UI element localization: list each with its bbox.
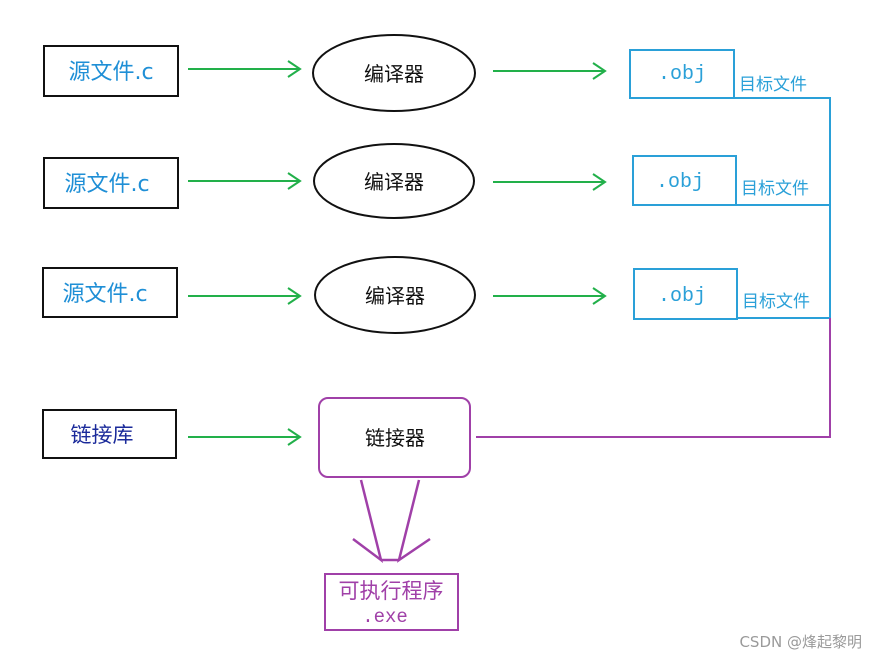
arrow-library-to-linker (188, 428, 302, 446)
linker-to-exe-arrow (352, 479, 431, 564)
object-file-caption: 目标文件 (739, 75, 807, 95)
arrow-source-to-compiler (188, 287, 302, 305)
compiler-ellipse (314, 256, 476, 334)
obj-to-linker-connector (476, 318, 831, 438)
obj-collect-bus (734, 97, 831, 319)
arrow-compiler-to-obj (493, 62, 607, 80)
row-2: 源文件.c 编译器 .obj 目标文件 (43, 143, 809, 219)
executable-box (324, 573, 459, 631)
linker-label: 链接器 (365, 426, 425, 450)
obj-label: .obj (656, 171, 704, 194)
obj-label: .obj (658, 63, 706, 86)
library-box (42, 409, 177, 459)
watermark: CSDN @烽起黎明 (739, 633, 862, 651)
source-file-box (43, 45, 179, 97)
executable-output: 可执行程序 .exe (324, 573, 459, 631)
source-file-box (43, 157, 179, 209)
source-file-label: 源文件.c (62, 282, 147, 307)
library-row: 链接库 链接器 (42, 397, 471, 478)
source-file-box (42, 267, 178, 318)
compiler-ellipse (312, 34, 476, 112)
linker-box (318, 397, 471, 478)
obj-box (633, 268, 738, 320)
source-file-label: 源文件.c (64, 172, 149, 197)
compiler-label: 编译器 (364, 170, 424, 194)
executable-title: 可执行程序 (339, 579, 444, 603)
compiler-label: 编译器 (365, 284, 425, 308)
library-label: 链接库 (71, 423, 134, 447)
arrow-compiler-to-obj (493, 287, 607, 305)
compiler-label: 编译器 (364, 62, 424, 86)
source-file-label: 源文件.c (68, 60, 153, 85)
object-file-caption: 目标文件 (742, 292, 810, 312)
obj-box (629, 49, 735, 99)
obj-box (632, 155, 737, 206)
compiler-ellipse (313, 143, 475, 219)
object-file-caption: 目标文件 (741, 179, 809, 199)
arrow-source-to-compiler (188, 60, 302, 78)
executable-ext: .exe (362, 606, 408, 628)
arrow-source-to-compiler (188, 172, 302, 190)
arrow-compiler-to-obj (493, 173, 607, 191)
row-3: 源文件.c 编译器 .obj 目标文件 (42, 256, 810, 334)
obj-label: .obj (658, 285, 706, 308)
row-1: 源文件.c 编译器 .obj 目标文件 (43, 34, 807, 112)
